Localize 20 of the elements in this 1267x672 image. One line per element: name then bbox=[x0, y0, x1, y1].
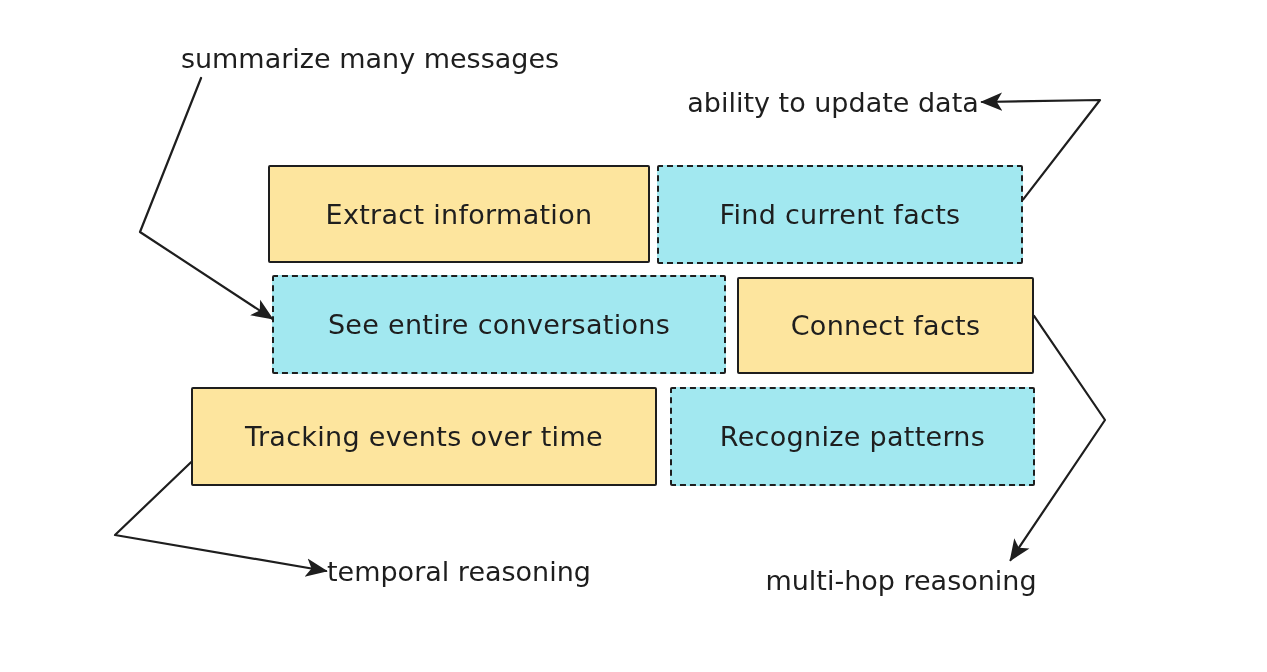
annotation-text: multi-hop reasoning bbox=[765, 564, 1037, 596]
sketch-arrow bbox=[113, 461, 328, 577]
annotation-text: summarize many messages bbox=[180, 42, 560, 74]
feature-card bbox=[670, 387, 1035, 486]
card-label: Tracking events over time bbox=[245, 421, 603, 452]
sketch-arrow bbox=[1009, 314, 1107, 562]
annotation-text: ability to update data bbox=[687, 86, 979, 118]
sketch-arrow bbox=[138, 76, 274, 320]
card-label: Recognize patterns bbox=[719, 421, 986, 452]
feature-card bbox=[657, 165, 1023, 264]
feature-card bbox=[272, 275, 726, 374]
feature-card bbox=[268, 165, 650, 263]
annotation-text: temporal reasoning bbox=[327, 555, 591, 587]
card-label: See entire conversations bbox=[327, 309, 671, 340]
card-label: Extract information bbox=[325, 198, 593, 230]
sketch-arrow bbox=[980, 92, 1102, 201]
card-label: Find current facts bbox=[719, 199, 961, 230]
feature-card bbox=[191, 387, 657, 486]
feature-card bbox=[737, 277, 1034, 374]
card-label: Connect facts bbox=[790, 310, 981, 341]
